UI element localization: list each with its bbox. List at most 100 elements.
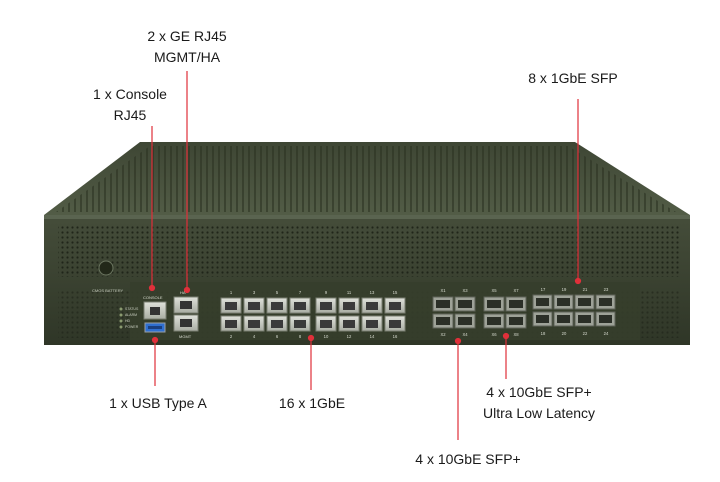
ge-port-socket [320, 320, 332, 328]
ge-port-socket [248, 302, 260, 310]
sfp-plus-label-bottom: X2 [440, 332, 446, 337]
sfp-label-top: 21 [583, 287, 588, 292]
usb-port-socket [148, 326, 162, 329]
sfp-plus-label-top: X1 [440, 288, 446, 293]
callout-ull-line1: 4 x 10GbE SFP+ [486, 384, 592, 400]
sfp-plus-label-bottom: X6 [491, 332, 497, 337]
leader-dot-usb [151, 336, 159, 344]
chassis-top-ribs [56, 146, 676, 212]
status-leds [119, 307, 123, 329]
sfp-plus-label-bottom: X4 [462, 332, 468, 337]
sfp-cage-opening [578, 298, 591, 306]
ha-port-socket [180, 301, 192, 309]
ge-port-socket [389, 302, 401, 310]
ge-port-number-bottom: 2 [230, 334, 233, 339]
ge-port-number-top: 5 [276, 290, 279, 295]
callout-usb: 1 x USB Type A [88, 393, 228, 414]
leader-dot-sfp-plus [454, 337, 462, 345]
ge-port-socket [389, 320, 401, 328]
ge-port-socket [225, 320, 237, 328]
ge-port-number-bottom: 14 [370, 334, 375, 339]
sfp-cage-opening [599, 315, 612, 323]
callout-ge: 16 x 1GbE [262, 393, 362, 414]
callout-usb-line1: 1 x USB Type A [109, 395, 207, 411]
mgmt-label: MGMT [179, 334, 192, 339]
callout-ge-line1: 16 x 1GbE [278, 395, 346, 411]
led-hd-label: HD [125, 319, 131, 323]
cmos-battery-label: CMOS BATTERY [92, 288, 124, 293]
led-status-label: STATUS [125, 307, 139, 311]
ge-port-socket [294, 302, 306, 310]
sfp-label-bottom: 18 [541, 331, 546, 336]
callout-sfp-plus-line1: 4 x 10GbE SFP+ [415, 451, 521, 467]
ge-port-socket [343, 302, 355, 310]
sfp-cage-opening [557, 315, 570, 323]
ge-port-number-top: 15 [393, 290, 398, 295]
front-edge [44, 215, 690, 219]
vent-mesh-upper [58, 225, 680, 277]
sfp-cage-opening [536, 315, 549, 323]
callout-mgmt-ha-line1: 2 x GE RJ45 [147, 28, 227, 44]
ge-port-socket [366, 302, 378, 310]
ge-port-socket [225, 302, 237, 310]
sfp-plus-label-top: X3 [462, 288, 468, 293]
sfp-plus-cage-opening [458, 300, 472, 308]
console-label: CONSOLE [143, 295, 163, 300]
ge-port-number-bottom: 12 [347, 334, 352, 339]
sfp-label-top: 17 [541, 287, 546, 292]
ge-port-socket [320, 302, 332, 310]
sfp-label-top: 19 [562, 287, 567, 292]
ge-port-socket [366, 320, 378, 328]
mgmt-port-socket [180, 319, 192, 327]
sfp-cage-opening [536, 298, 549, 306]
callout-console-line1: 1 x Console [93, 86, 167, 102]
ge-port-socket [343, 320, 355, 328]
sfp-plus-label-top: X7 [513, 288, 519, 293]
ge-port-number-top: 7 [299, 290, 302, 295]
callout-ull: 4 x 10GbE SFP+ Ultra Low Latency [464, 382, 614, 424]
ge-port-number-bottom: 16 [393, 334, 398, 339]
leader-dot-mgmt-ha [183, 286, 191, 294]
cmos-battery-icon [98, 260, 114, 276]
sfp-plus-cage-opening [458, 317, 472, 325]
ge-port-number-bottom: 6 [276, 334, 279, 339]
ge-port-number-bottom: 10 [324, 334, 329, 339]
callout-ull-line2: Ultra Low Latency [482, 405, 596, 421]
led-alarm-label: ALARM [125, 313, 137, 317]
leader-dot-ull [502, 332, 510, 340]
ge-port-number-top: 1 [230, 290, 233, 295]
sfp-label-bottom: 24 [604, 331, 609, 336]
callout-mgmt-ha-line2: MGMT/HA [153, 49, 221, 65]
callout-console-line2: RJ45 [113, 107, 147, 123]
leader-dot-console [148, 284, 156, 292]
callout-sfp-line1: 8 x 1GbE SFP [528, 70, 618, 86]
sfp-label-bottom: 22 [583, 331, 588, 336]
sfp-cage-opening [599, 298, 612, 306]
sfp-plus-cage-opening [436, 300, 450, 308]
ge-port-number-bottom: 8 [299, 334, 302, 339]
callout-console: 1 x Console RJ45 [80, 84, 180, 126]
ge-port-number-bottom: 4 [253, 334, 256, 339]
sfp-plus-cage-opening [487, 300, 501, 308]
ge-port-socket [294, 320, 306, 328]
callout-sfp-plus: 4 x 10GbE SFP+ [398, 449, 538, 470]
ge-port-socket [248, 320, 260, 328]
leader-lines [148, 71, 582, 440]
sfp-plus-cage-opening [509, 300, 523, 308]
sfp-cage-opening [578, 315, 591, 323]
ge-port-number-top: 3 [253, 290, 256, 295]
callout-mgmt-ha: 2 x GE RJ45 MGMT/HA [137, 26, 237, 68]
ha-label: HA [180, 290, 186, 295]
sfp-label-top: 23 [604, 287, 609, 292]
sfp-plus-label-bottom: X8 [513, 332, 519, 337]
callout-sfp: 8 x 1GbE SFP [513, 68, 633, 89]
sfp-plus-cage-opening [509, 317, 523, 325]
ge-port-number-top: 9 [325, 290, 328, 295]
sfp-cage-opening [557, 298, 570, 306]
